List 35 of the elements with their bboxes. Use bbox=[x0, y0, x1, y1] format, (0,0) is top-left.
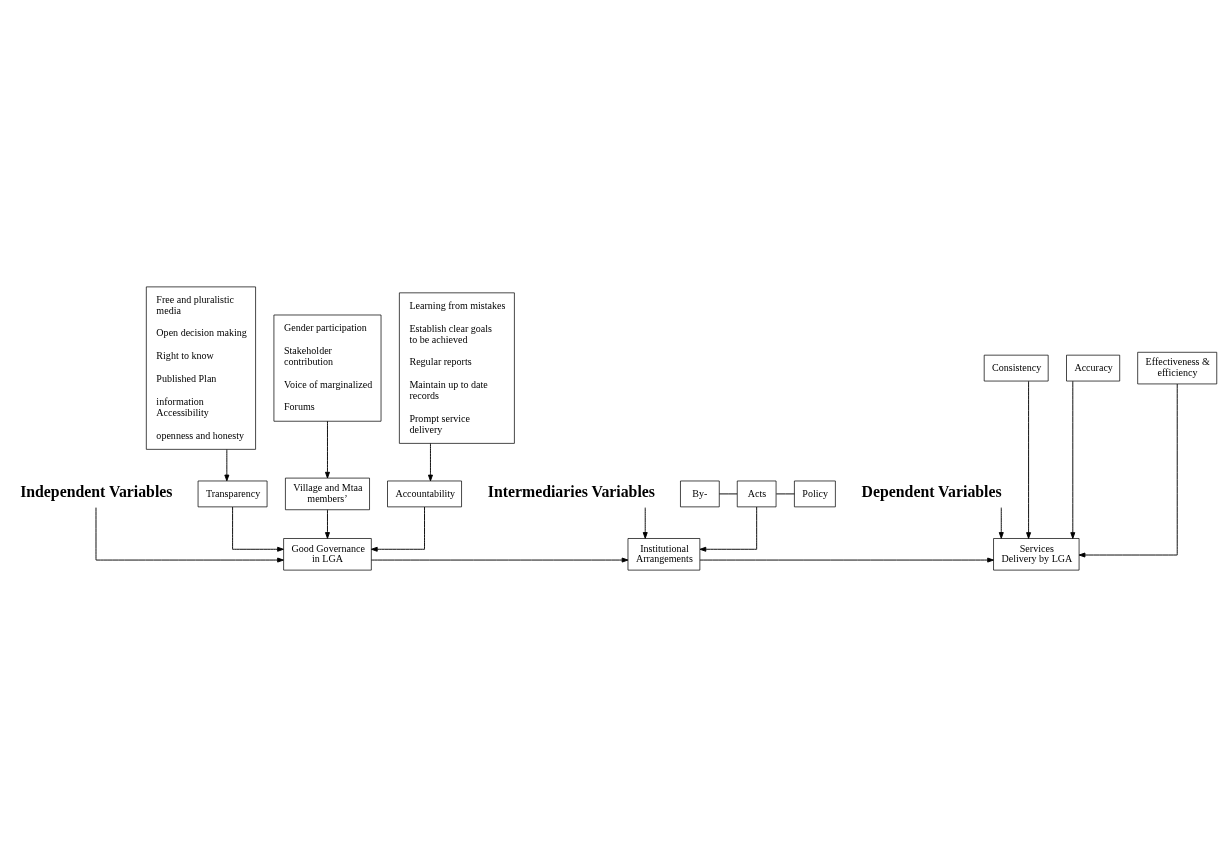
node-box: Accountability bbox=[387, 480, 462, 507]
node-text: Dependent Variables bbox=[861, 482, 1002, 500]
connector bbox=[775, 492, 795, 494]
arrow bbox=[232, 506, 284, 552]
arrow bbox=[1026, 380, 1032, 539]
node-box: Institutional Arrangements bbox=[627, 537, 701, 570]
arrow bbox=[1070, 380, 1076, 539]
arrow bbox=[428, 442, 433, 481]
node-box: By- bbox=[680, 480, 720, 507]
arrow bbox=[95, 506, 284, 563]
arrow bbox=[699, 506, 758, 552]
node-box: Free and pluralistic media Open decision making Right to know Published Plan information Accessibility openness and honesty bbox=[145, 286, 256, 450]
node-text: Independent Variables bbox=[20, 482, 173, 500]
node-box: Services Delivery by LGA bbox=[993, 537, 1080, 570]
node-box: Gender participation Stakeholder contribution Voice of marginalized Forums bbox=[273, 314, 382, 422]
arrow bbox=[325, 420, 330, 478]
arrow bbox=[371, 557, 629, 563]
arrow bbox=[642, 506, 648, 539]
node-box: Transparency bbox=[197, 480, 268, 507]
arrow bbox=[371, 506, 425, 552]
node-box: Consistency bbox=[983, 354, 1049, 381]
node-box: Acts bbox=[736, 480, 777, 507]
node-box: Village and Mtaa members’ bbox=[285, 477, 370, 510]
node-box: Learning from mistakes Establish clear goals to be achieved Regular reports Maintain up to date records Prompt service delivery bbox=[399, 291, 515, 444]
node-box: Good Governance in LGA bbox=[283, 537, 372, 570]
node-text: Intermediaries Variables bbox=[487, 482, 655, 500]
node-box: Effectiveness & efficiency bbox=[1137, 351, 1218, 384]
arrow bbox=[699, 557, 994, 563]
node-box: Accuracy bbox=[1066, 354, 1121, 381]
arrow bbox=[224, 448, 230, 481]
arrow bbox=[998, 506, 1004, 539]
arrow bbox=[1078, 383, 1178, 557]
connector bbox=[718, 492, 738, 494]
arrow bbox=[325, 508, 330, 539]
node-box: Policy bbox=[794, 480, 836, 507]
